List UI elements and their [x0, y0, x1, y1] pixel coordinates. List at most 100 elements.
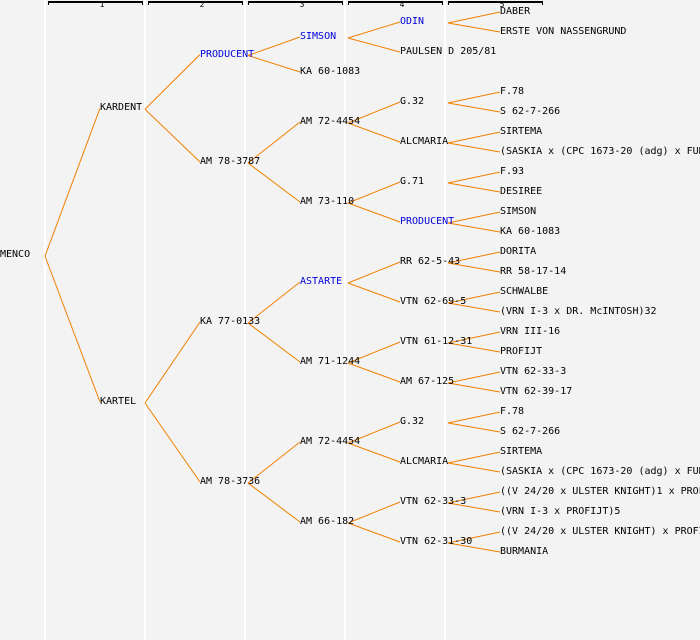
pedigree-name: RR 62-5-43 — [400, 256, 461, 267]
pedigree-name: DESIREE — [500, 186, 543, 197]
pedigree-edge — [144, 54, 201, 110]
pedigree-edge — [347, 21, 401, 39]
pedigree-name[interactable]: ASTARTE — [300, 276, 343, 287]
pedigree-edge — [447, 531, 501, 544]
pedigree-edge — [144, 108, 201, 163]
pedigree-edge — [347, 261, 401, 284]
pedigree-name: G.32 — [400, 416, 425, 427]
pedigree-name: ((V 24/20 x ULSTER KNIGHT) x PROFI — [500, 526, 700, 537]
pedigree-edge — [247, 162, 301, 203]
pedigree-edge — [347, 202, 401, 223]
pedigree-name: AM 78-3736 — [200, 476, 261, 487]
pedigree-edge — [44, 108, 101, 257]
pedigree-edge — [447, 182, 501, 193]
pedigree-name: AM 66-182 — [300, 516, 355, 527]
pedigree-edge — [447, 491, 501, 504]
column-number: 3 — [299, 0, 305, 9]
pedigree-edge — [447, 462, 501, 473]
pedigree-edge — [447, 502, 501, 513]
pedigree-edge — [447, 11, 501, 24]
pedigree-name: AM 73-110 — [300, 196, 355, 207]
pedigree-name: (VRN I-3 x PROFIJT)5 — [500, 506, 621, 517]
pedigree-name: ((V 24/20 x ULSTER KNIGHT)1 x PROF — [500, 486, 700, 497]
pedigree-name: AM 67-125 — [400, 376, 455, 387]
pedigree-name: AM 78-3787 — [200, 156, 261, 167]
pedigree-name: RR 58-17-14 — [500, 266, 567, 277]
pedigree-name: PAULSEN D 205/81 — [400, 46, 497, 57]
column-separator — [244, 0, 246, 640]
pedigree-name: BURMANIA — [500, 546, 549, 557]
pedigree-name: G.71 — [400, 176, 425, 187]
pedigree-edge — [447, 371, 501, 384]
column-number: 4 — [399, 0, 405, 9]
pedigree-edge — [447, 211, 501, 224]
pedigree-name: VTN 62-69-5 — [400, 296, 467, 307]
pedigree-name[interactable]: PRODUCENT — [400, 216, 455, 227]
pedigree-name: ALCMARIA — [400, 456, 449, 467]
pedigree-edge — [144, 402, 201, 483]
pedigree-edge — [447, 422, 501, 433]
pedigree-edge — [347, 341, 401, 364]
pedigree-name: AM 71-1244 — [300, 356, 361, 367]
pedigree-name: SIRTEMA — [500, 446, 543, 457]
pedigree-edge — [447, 251, 501, 264]
pedigree-name: (SASKIA x (CPC 1673-20 (adg) x FUR — [500, 466, 700, 477]
pedigree-edge — [447, 411, 501, 424]
pedigree-edge — [447, 382, 501, 393]
pedigree-edge — [247, 281, 301, 324]
column-bracket — [348, 1, 443, 5]
pedigree-edge — [247, 482, 301, 523]
pedigree-name[interactable]: SIMSON — [300, 31, 337, 42]
pedigree-edge — [144, 321, 201, 404]
pedigree-edge — [447, 91, 501, 104]
pedigree-edge — [447, 102, 501, 113]
pedigree-name: SCHWALBE — [500, 286, 549, 297]
pedigree-name: F.78 — [500, 86, 525, 97]
pedigree-name: S 62-7-266 — [500, 106, 561, 117]
column-bracket — [248, 1, 343, 5]
pedigree-edge — [447, 291, 501, 304]
pedigree-name: S 62-7-266 — [500, 426, 561, 437]
pedigree-name: VTN 61-12-31 — [400, 336, 473, 347]
pedigree-edge — [247, 441, 301, 484]
pedigree-name: VRN III-16 — [500, 326, 561, 337]
root-name: MENCO — [0, 249, 31, 261]
pedigree-name: KARTEL — [100, 396, 137, 407]
pedigree-name: PROFIJT — [500, 346, 543, 357]
pedigree-edge — [247, 36, 301, 56]
pedigree-name: (VRN I-3 x DR. McINTOSH)32 — [500, 306, 657, 317]
pedigree-edge — [347, 442, 401, 463]
pedigree-edge — [247, 322, 301, 363]
pedigree-name: KA 77-0133 — [200, 316, 261, 327]
pedigree-edge — [347, 421, 401, 444]
column-separator — [344, 0, 346, 640]
pedigree-name: KA 60-1083 — [300, 66, 361, 77]
pedigree-name: F.78 — [500, 406, 525, 417]
pedigree-edge — [247, 55, 301, 73]
pedigree-edge — [247, 121, 301, 164]
pedigree-edge — [447, 22, 501, 33]
pedigree-edge — [347, 362, 401, 383]
pedigree-edge — [347, 522, 401, 543]
column-number: 2 — [199, 0, 205, 9]
pedigree-name: VTN 62-33-3 — [400, 496, 467, 507]
pedigree-edge — [347, 122, 401, 143]
pedigree-name: (SASKIA x (CPC 1673-20 (adg) x FUR — [500, 146, 700, 157]
pedigree-name: G.32 — [400, 96, 425, 107]
pedigree-name: SIRTEMA — [500, 126, 543, 137]
pedigree-name: VTN 62-31-30 — [400, 536, 473, 547]
pedigree-name[interactable]: PRODUCENT — [200, 48, 255, 60]
pedigree-edge — [44, 255, 101, 403]
pedigree-name: AM 72-4454 — [300, 436, 361, 447]
pedigree-edge — [447, 302, 501, 313]
column-separator — [144, 0, 146, 640]
column-bracket — [48, 1, 143, 5]
pedigree-name: ERSTE VON NASSENGRUND — [500, 26, 627, 37]
pedigree-name: DABER — [500, 6, 531, 17]
pedigree-name: VTN 62-39-17 — [500, 386, 573, 397]
pedigree-edge — [447, 331, 501, 344]
pedigree-name: VTN 62-33-3 — [500, 366, 567, 377]
column-bracket — [148, 1, 243, 5]
pedigree-name[interactable]: ODIN — [400, 16, 425, 27]
